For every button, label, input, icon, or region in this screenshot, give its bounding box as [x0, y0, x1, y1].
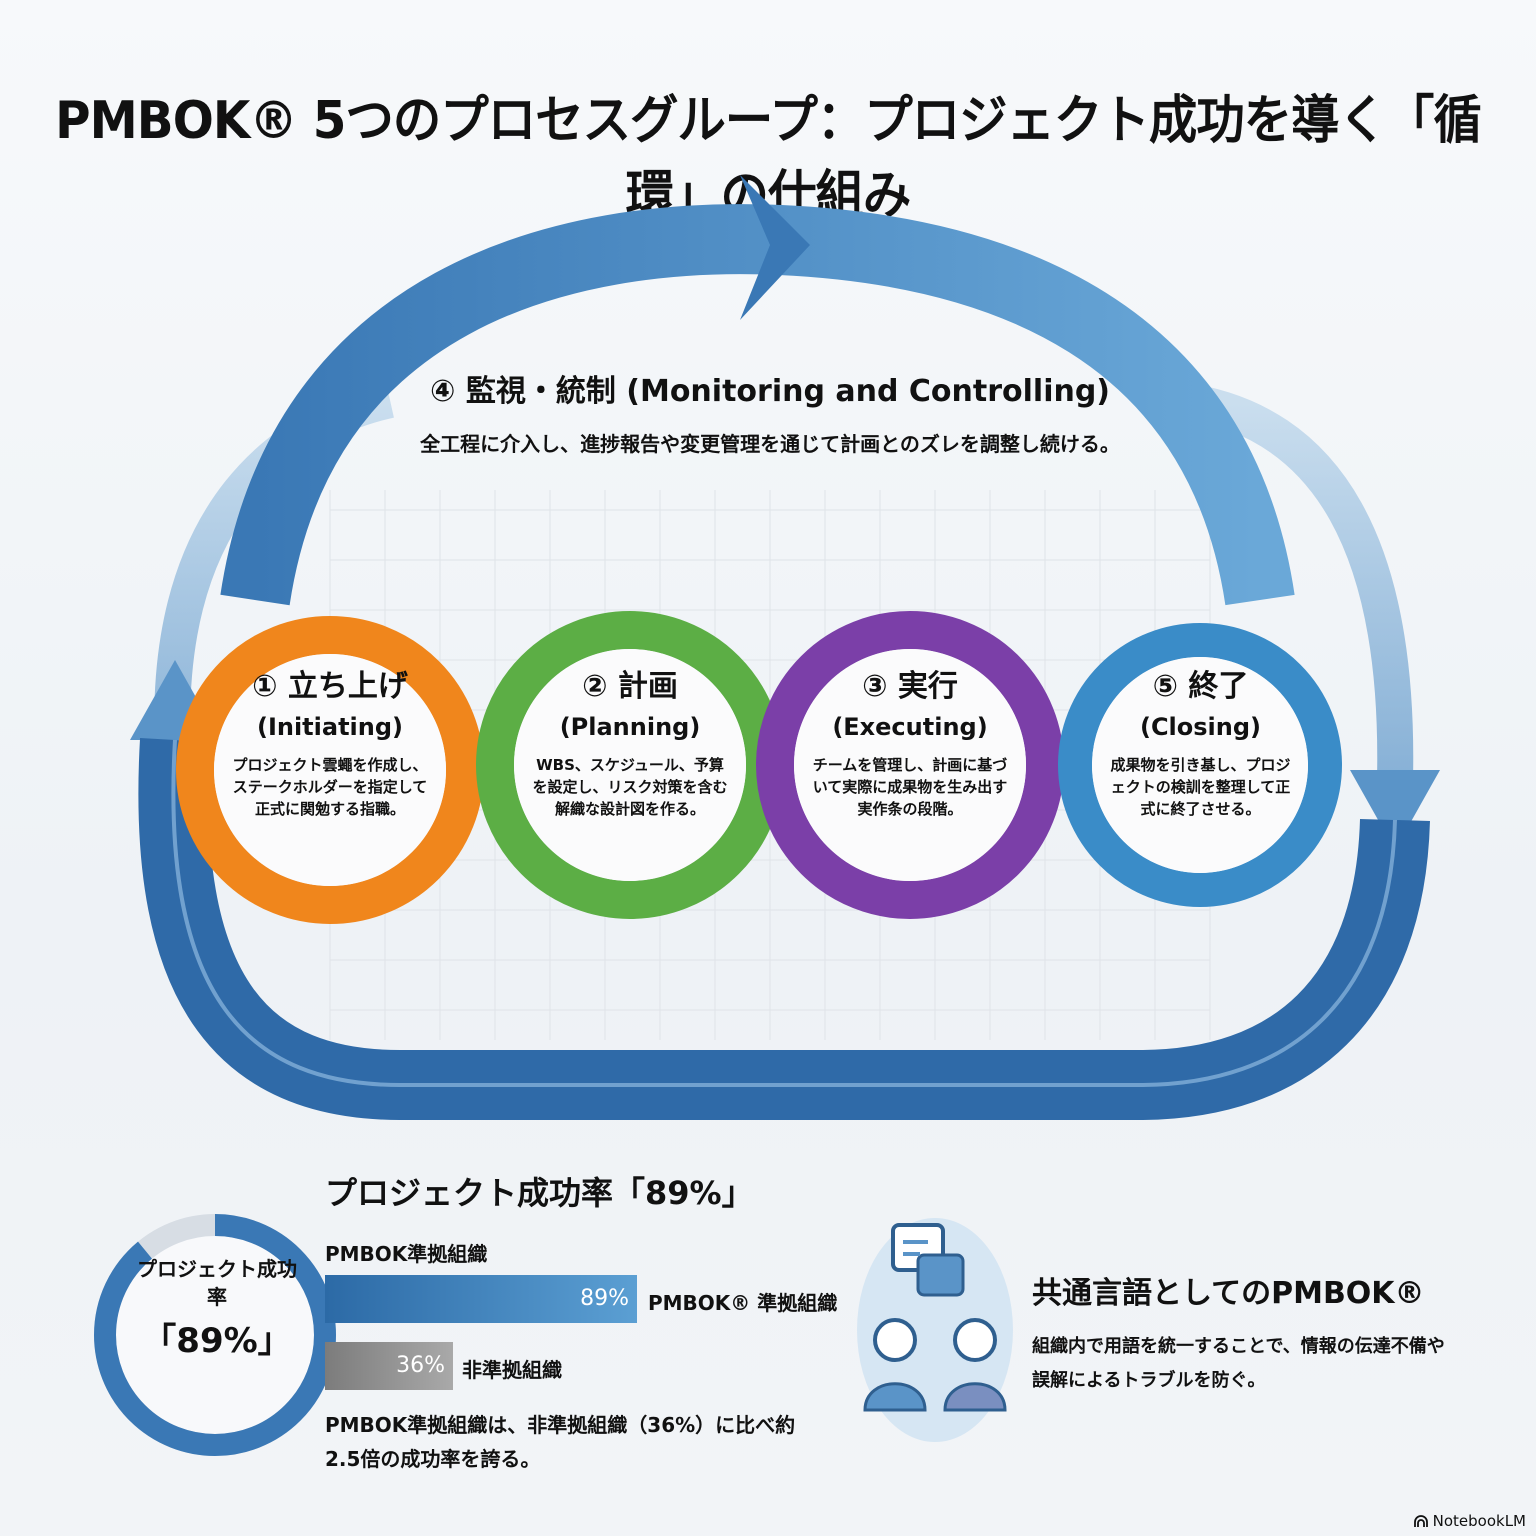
success-rate-title: プロジェクト成功率「89%」 [325, 1174, 754, 1212]
success-rate-subtitle: PMBOK準拠組織 [325, 1242, 488, 1266]
monitoring-description: 全工程に介入し、進捗報告や変更管理を通じて計画とのズレを調整し続ける。 [420, 432, 1120, 456]
node-planning: ② 計画 (Planning) WBS、スケジュール、予算を設定し、リスク対策を… [532, 669, 728, 818]
success-rate-note: PMBOK準拠組織は、非準拠組織（36%）に比べ約2.5倍の成功率を誇る。 [325, 1413, 796, 1471]
top-arrow-head-icon [740, 175, 810, 320]
success-donut-value [94, 1214, 336, 1456]
notebooklm-logo-icon [1413, 1515, 1428, 1527]
node-executing: ③ 実行 (Executing) チームを管理し、計画に基づいて実際に成果物を生… [812, 669, 1008, 818]
down-arrow-icon [1350, 770, 1440, 850]
executing-ring [756, 611, 1064, 919]
success-donut-label: プロジェクト成功率 「89%」 [137, 1257, 297, 1361]
bar-non-pmbok-label: 非準拠組織 [462, 1358, 562, 1382]
brand-notebooklm: NotebookLM [1413, 1512, 1526, 1530]
common-language-description: 組織内で用語を統一することで、情報の伝達不備や誤解によるトラブルを防ぐ。 [1032, 1336, 1445, 1391]
page-title: PMBOK® 5つのプロセスグループ：プロジェクト成功を導く「循環」の仕組み [55, 91, 1482, 226]
node-closing: ⑤ 終了 (Closing) 成果物を引き基し、プロジェクトの検訓を整理して正式… [1110, 669, 1291, 818]
people-chat-icon [857, 1218, 1013, 1442]
bar-non-pmbok: 36% [325, 1342, 453, 1390]
common-language-title: 共通言語としてのPMBOK® [1032, 1276, 1425, 1311]
monitoring-title: ④ 監視・統制 (Monitoring and Controlling) [429, 374, 1111, 409]
closing-ring [1058, 623, 1342, 907]
bar-pmbok: 89% [325, 1275, 637, 1323]
initiating-ring [176, 616, 484, 924]
node-initiating: ① 立ち上げ (Initiating) プロジェクト雲蠅を作成し、ステークホルダ… [232, 669, 428, 818]
bar-pmbok-label: PMBOK® 準拠組織 [648, 1291, 838, 1315]
